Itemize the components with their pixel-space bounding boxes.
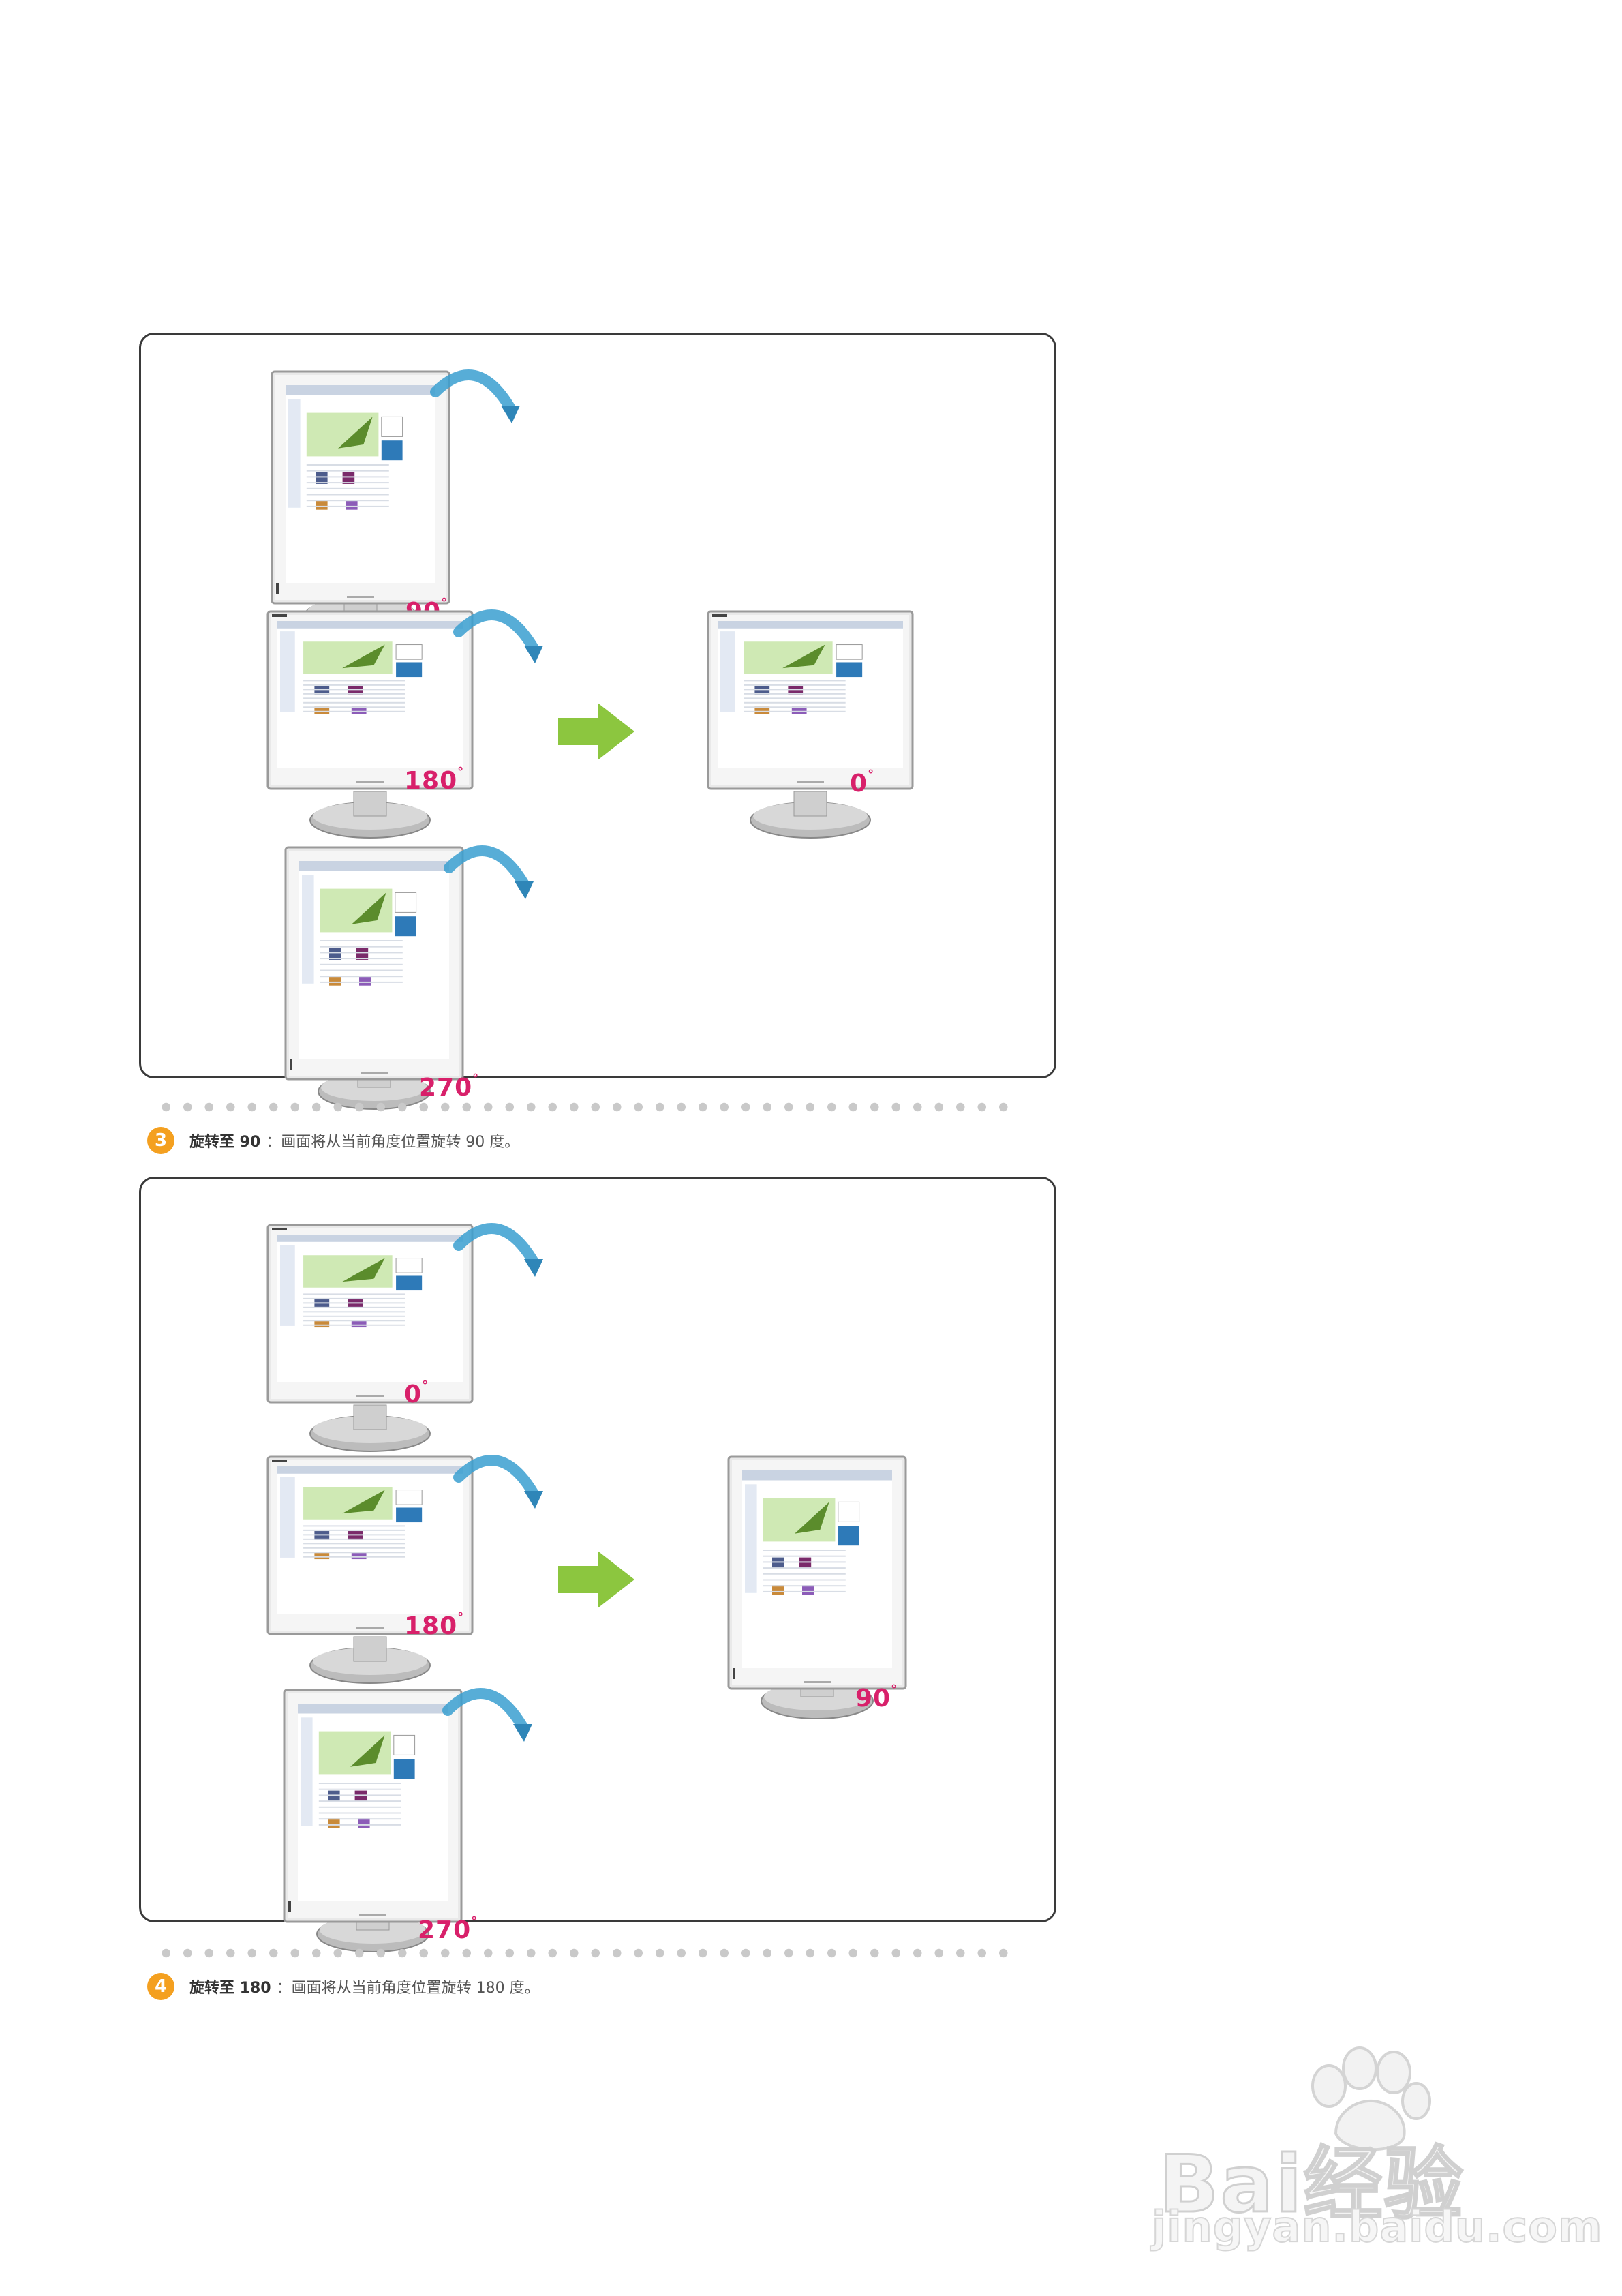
degree-label: 180° <box>404 765 465 795</box>
degree-symbol: ° <box>422 1378 429 1393</box>
degree-label: 0° <box>404 1378 429 1408</box>
monitor-graphic <box>271 369 520 634</box>
dotted-divider <box>155 1102 1014 1112</box>
degree-label: 180° <box>404 1610 465 1640</box>
monitor-graphic <box>283 1688 532 1952</box>
monitor-graphic <box>707 610 914 839</box>
step-number-badge: 3 <box>147 1127 174 1154</box>
watermark-url: jingyan.baidu.com <box>1151 2201 1603 2252</box>
degree-symbol: ° <box>457 765 465 779</box>
degree-label: 270° <box>418 1914 478 1944</box>
monitor-graphic <box>284 845 534 1110</box>
monitor-graphic <box>266 1223 543 1452</box>
degree-symbol: ° <box>441 596 448 610</box>
degree-symbol: ° <box>472 1072 480 1086</box>
degree-label: 90° <box>855 1682 898 1712</box>
degree-label: 270° <box>419 1072 480 1102</box>
step-title: 旋转至 180 <box>189 1980 271 1997</box>
step-4-caption: 4 旋转至 180 ：画面将从当前角度位置旋转 180 度。 <box>147 1972 540 2002</box>
step-title: 旋转至 90 <box>189 1134 261 1151</box>
dotted-divider <box>155 1948 1014 1958</box>
illustration-panel-2: 0° 180° 270° 90° <box>139 1177 1056 1952</box>
green-arrow-icon <box>558 703 634 760</box>
degree-symbol: ° <box>457 1610 465 1625</box>
step-description: ：画面将从当前角度位置旋转 90 度。 <box>266 1134 520 1151</box>
degree-symbol: ° <box>471 1914 478 1929</box>
degree-symbol: ° <box>868 768 875 782</box>
green-arrow-icon <box>558 1551 634 1608</box>
step-3-caption: 3 旋转至 90 ：画面将从当前角度位置旋转 90 度。 <box>147 1126 519 1155</box>
baidu-paw-icon <box>1311 2046 1431 2151</box>
step-description: ：画面将从当前角度位置旋转 180 度。 <box>276 1980 540 1997</box>
degree-symbol: ° <box>891 1682 898 1697</box>
monitor-graphic <box>266 609 543 839</box>
monitor-graphic <box>266 1455 543 1684</box>
step-number-badge: 4 <box>147 1973 174 2000</box>
illustration-panel-1: 90° 180° 270° 0° <box>139 333 1056 1110</box>
degree-label: 0° <box>850 768 875 798</box>
monitor-graphic <box>727 1455 907 1719</box>
watermark-brand: Bai经验 <box>1157 2138 1465 2232</box>
